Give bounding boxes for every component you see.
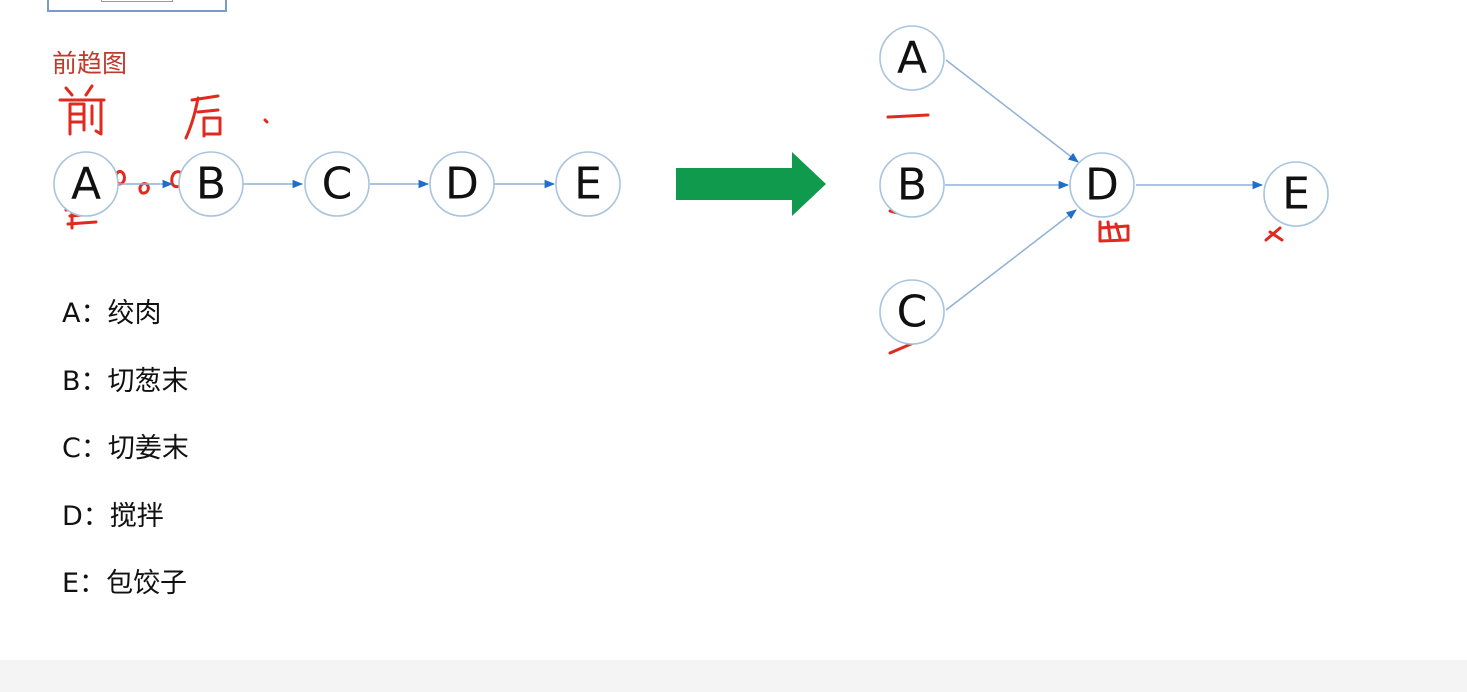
legend-key-b: B： <box>62 365 108 397</box>
legend-key-a: A： <box>62 298 108 329</box>
handwriting-annotations <box>58 84 1284 355</box>
top-toolbar-inner-box <box>101 0 173 2</box>
legend-item-a: A：绞肉 <box>62 296 189 364</box>
node-right-c: C <box>879 279 945 345</box>
legend-text-b: 切葱末 <box>107 365 189 397</box>
legend-key-e: E： <box>62 568 107 599</box>
node-right-c-label: C <box>897 287 928 338</box>
node-right-e-label: E <box>1282 169 1310 220</box>
legend-item-b: B：切葱末 <box>62 364 189 432</box>
node-left-d-label: D <box>445 159 479 210</box>
node-right-d: D <box>1069 152 1135 218</box>
diagram-title: 前趋图 <box>52 49 128 78</box>
node-right-e: E <box>1263 161 1329 227</box>
node-left-b-label: B <box>196 159 226 210</box>
legend-text-a: 绞肉 <box>107 298 162 329</box>
node-right-b: B <box>879 152 945 218</box>
node-left-d: D <box>429 151 495 217</box>
top-toolbar-fragment <box>47 0 227 12</box>
legend-item-d: D：搅拌 <box>62 499 189 567</box>
edge-right-a-d <box>945 59 1079 163</box>
node-right-d-label: D <box>1085 160 1119 211</box>
legend-text-d: 搅拌 <box>109 500 164 532</box>
transform-arrow <box>676 152 826 216</box>
legend-item-e: E：包饺子 <box>62 566 189 634</box>
node-left-e-label: E <box>574 159 602 210</box>
node-left-a: A <box>53 151 119 217</box>
node-left-a-label: A <box>71 159 101 210</box>
legend-key-c: C： <box>62 433 108 464</box>
bottom-strip <box>0 660 1467 692</box>
node-left-e: E <box>555 151 621 217</box>
right-graph-edges <box>945 59 1264 311</box>
legend-text-c: 切姜末 <box>107 433 189 464</box>
node-right-b-label: B <box>897 160 927 211</box>
task-legend: A：绞肉 B：切葱末 C：切姜末 D：搅拌 E：包饺子 <box>62 296 189 634</box>
node-left-b: B <box>178 151 244 217</box>
node-left-c-label: C <box>322 159 353 210</box>
edge-right-c-d <box>945 209 1077 311</box>
legend-text-e: 包饺子 <box>106 568 188 599</box>
legend-item-c: C：切姜末 <box>62 431 189 499</box>
node-right-a: A <box>879 25 945 91</box>
node-left-c: C <box>304 151 370 217</box>
node-right-a-label: A <box>897 33 927 84</box>
legend-key-d: D： <box>62 500 110 532</box>
